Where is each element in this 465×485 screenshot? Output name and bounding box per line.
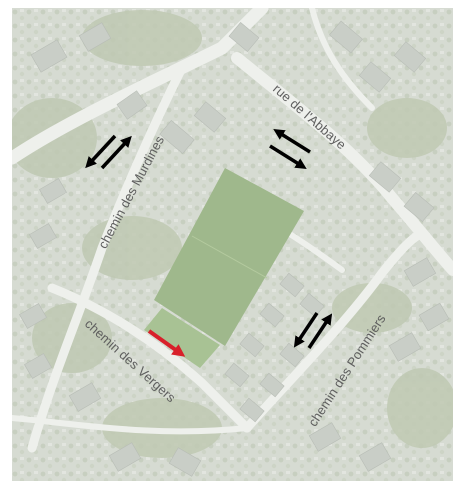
roads — [12, 8, 453, 453]
map-canvas — [12, 8, 453, 481]
two-way-arrows-icon — [85, 134, 132, 170]
one-way-arrow-icon — [147, 329, 186, 357]
buildings — [19, 20, 450, 477]
sports-pitch — [144, 168, 304, 368]
two-way-arrows-icon — [293, 312, 333, 349]
aerial-map[interactable]: rue de l'Abbaye chemin des Murdines chem… — [12, 8, 453, 481]
two-way-arrows-icon — [269, 129, 311, 169]
